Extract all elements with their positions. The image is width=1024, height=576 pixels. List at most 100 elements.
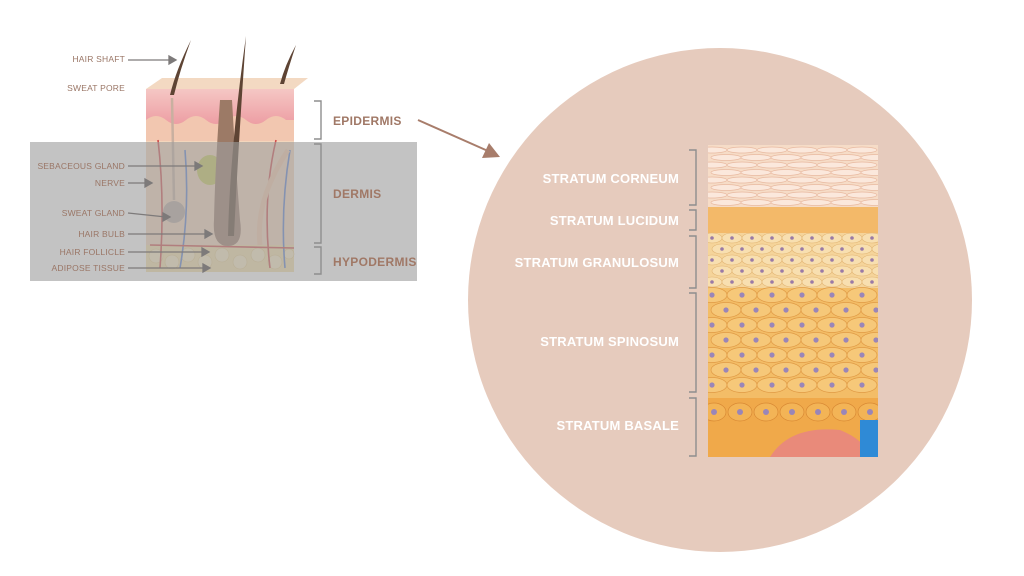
cell-nucleus bbox=[730, 280, 734, 284]
corneum-flake bbox=[726, 146, 758, 154]
corneum-flake bbox=[710, 154, 742, 161]
cell-nucleus bbox=[710, 258, 714, 262]
cell-nucleus bbox=[830, 236, 834, 240]
corneum-flake bbox=[710, 184, 742, 191]
cell-nucleus bbox=[843, 307, 849, 313]
cell-nucleus bbox=[723, 307, 729, 313]
epidermis-zoom-panel bbox=[708, 145, 878, 457]
cell-nucleus bbox=[723, 367, 729, 373]
cell-nucleus bbox=[870, 280, 874, 284]
corneum-flake bbox=[756, 161, 788, 169]
cell-nucleus bbox=[813, 307, 819, 313]
label-stratum-lucidum: STRATUM LUCIDUM bbox=[549, 213, 679, 228]
cell-nucleus bbox=[813, 367, 819, 373]
label-sweat-pore: SWEAT PORE bbox=[67, 83, 125, 93]
corneum-flake bbox=[800, 199, 832, 206]
cell-nucleus bbox=[810, 258, 814, 262]
granulosum-cell bbox=[871, 266, 878, 276]
cell-nucleus bbox=[770, 280, 774, 284]
corneum-flake bbox=[770, 154, 802, 161]
corneum-flake bbox=[786, 176, 818, 184]
cell-nucleus bbox=[790, 280, 794, 284]
label-hair-bulb: HAIR BULB bbox=[78, 229, 125, 239]
cell-nucleus bbox=[780, 269, 784, 273]
granulosum-cell bbox=[861, 232, 878, 244]
label-hair-follicle: HAIR FOLLICLE bbox=[59, 247, 125, 257]
cell-nucleus bbox=[789, 409, 795, 415]
label-stratum-granulosum: STRATUM GRANULOSUM bbox=[514, 255, 679, 270]
cell-nucleus bbox=[739, 382, 745, 388]
corneum-flake bbox=[740, 154, 772, 161]
left-hair-shaft bbox=[170, 40, 191, 95]
corneum-flake bbox=[726, 191, 758, 199]
cell-nucleus bbox=[870, 258, 874, 262]
corneum-flake bbox=[800, 184, 832, 191]
cell-nucleus bbox=[850, 280, 854, 284]
cell-nucleus bbox=[769, 352, 775, 358]
corneum-flake bbox=[786, 161, 818, 169]
cell-nucleus bbox=[723, 337, 729, 343]
cell-nucleus bbox=[770, 258, 774, 262]
cell-nucleus bbox=[799, 292, 805, 298]
cell-nucleus bbox=[753, 367, 759, 373]
corneum-flake bbox=[710, 199, 742, 206]
label-adipose-tissue: ADIPOSE TISSUE bbox=[51, 263, 125, 273]
dermal-tissue-shape bbox=[770, 429, 870, 457]
label-stratum-spinosum: STRATUM SPINOSUM bbox=[540, 334, 679, 349]
cell-nucleus bbox=[859, 382, 865, 388]
cell-nucleus bbox=[730, 236, 734, 240]
cell-nucleus bbox=[800, 269, 804, 273]
cell-nucleus bbox=[860, 269, 864, 273]
corneum-flake bbox=[816, 176, 848, 184]
cell-nucleus bbox=[769, 322, 775, 328]
cell-nucleus bbox=[750, 236, 754, 240]
spinosum-cells bbox=[708, 287, 878, 393]
cell-nucleus bbox=[859, 292, 865, 298]
cell-nucleus bbox=[739, 292, 745, 298]
spinosum-cell bbox=[860, 332, 878, 348]
cell-nucleus bbox=[753, 307, 759, 313]
corneum-flake bbox=[786, 146, 818, 154]
cell-nucleus bbox=[840, 269, 844, 273]
cell-nucleus bbox=[730, 258, 734, 262]
cell-nucleus bbox=[873, 307, 878, 313]
cell-nucleus bbox=[710, 236, 714, 240]
cell-nucleus bbox=[800, 247, 804, 251]
cell-nucleus bbox=[737, 409, 743, 415]
cell-nucleus bbox=[829, 382, 835, 388]
cell-nucleus bbox=[770, 236, 774, 240]
strata-brackets bbox=[689, 149, 697, 457]
corneum-flake bbox=[830, 184, 862, 191]
cell-nucleus bbox=[750, 258, 754, 262]
dermis-overlay bbox=[30, 142, 417, 281]
cell-nucleus bbox=[753, 337, 759, 343]
pointer-arrows bbox=[127, 54, 214, 274]
basale-cells bbox=[708, 402, 878, 422]
cell-nucleus bbox=[860, 247, 864, 251]
cell-nucleus bbox=[740, 247, 744, 251]
cell-nucleus bbox=[740, 269, 744, 273]
cell-nucleus bbox=[829, 322, 835, 328]
cell-nucleus bbox=[709, 292, 715, 298]
cell-nucleus bbox=[799, 322, 805, 328]
cell-nucleus bbox=[720, 247, 724, 251]
corneum-flake bbox=[860, 169, 878, 176]
cell-nucleus bbox=[709, 352, 715, 358]
cell-nucleus bbox=[769, 292, 775, 298]
skin-cross-section bbox=[30, 36, 417, 281]
corneum-flake bbox=[846, 161, 878, 169]
corneum-flakes bbox=[708, 146, 878, 206]
corneum-flake bbox=[710, 169, 742, 176]
corneum-flake bbox=[740, 199, 772, 206]
cell-nucleus bbox=[867, 409, 873, 415]
cell-nucleus bbox=[810, 280, 814, 284]
cell-nucleus bbox=[810, 236, 814, 240]
corneum-flake bbox=[860, 199, 878, 206]
corneum-flake bbox=[770, 199, 802, 206]
cell-nucleus bbox=[783, 367, 789, 373]
cell-nucleus bbox=[829, 292, 835, 298]
cell-nucleus bbox=[780, 247, 784, 251]
cell-nucleus bbox=[739, 322, 745, 328]
corneum-flake bbox=[756, 176, 788, 184]
